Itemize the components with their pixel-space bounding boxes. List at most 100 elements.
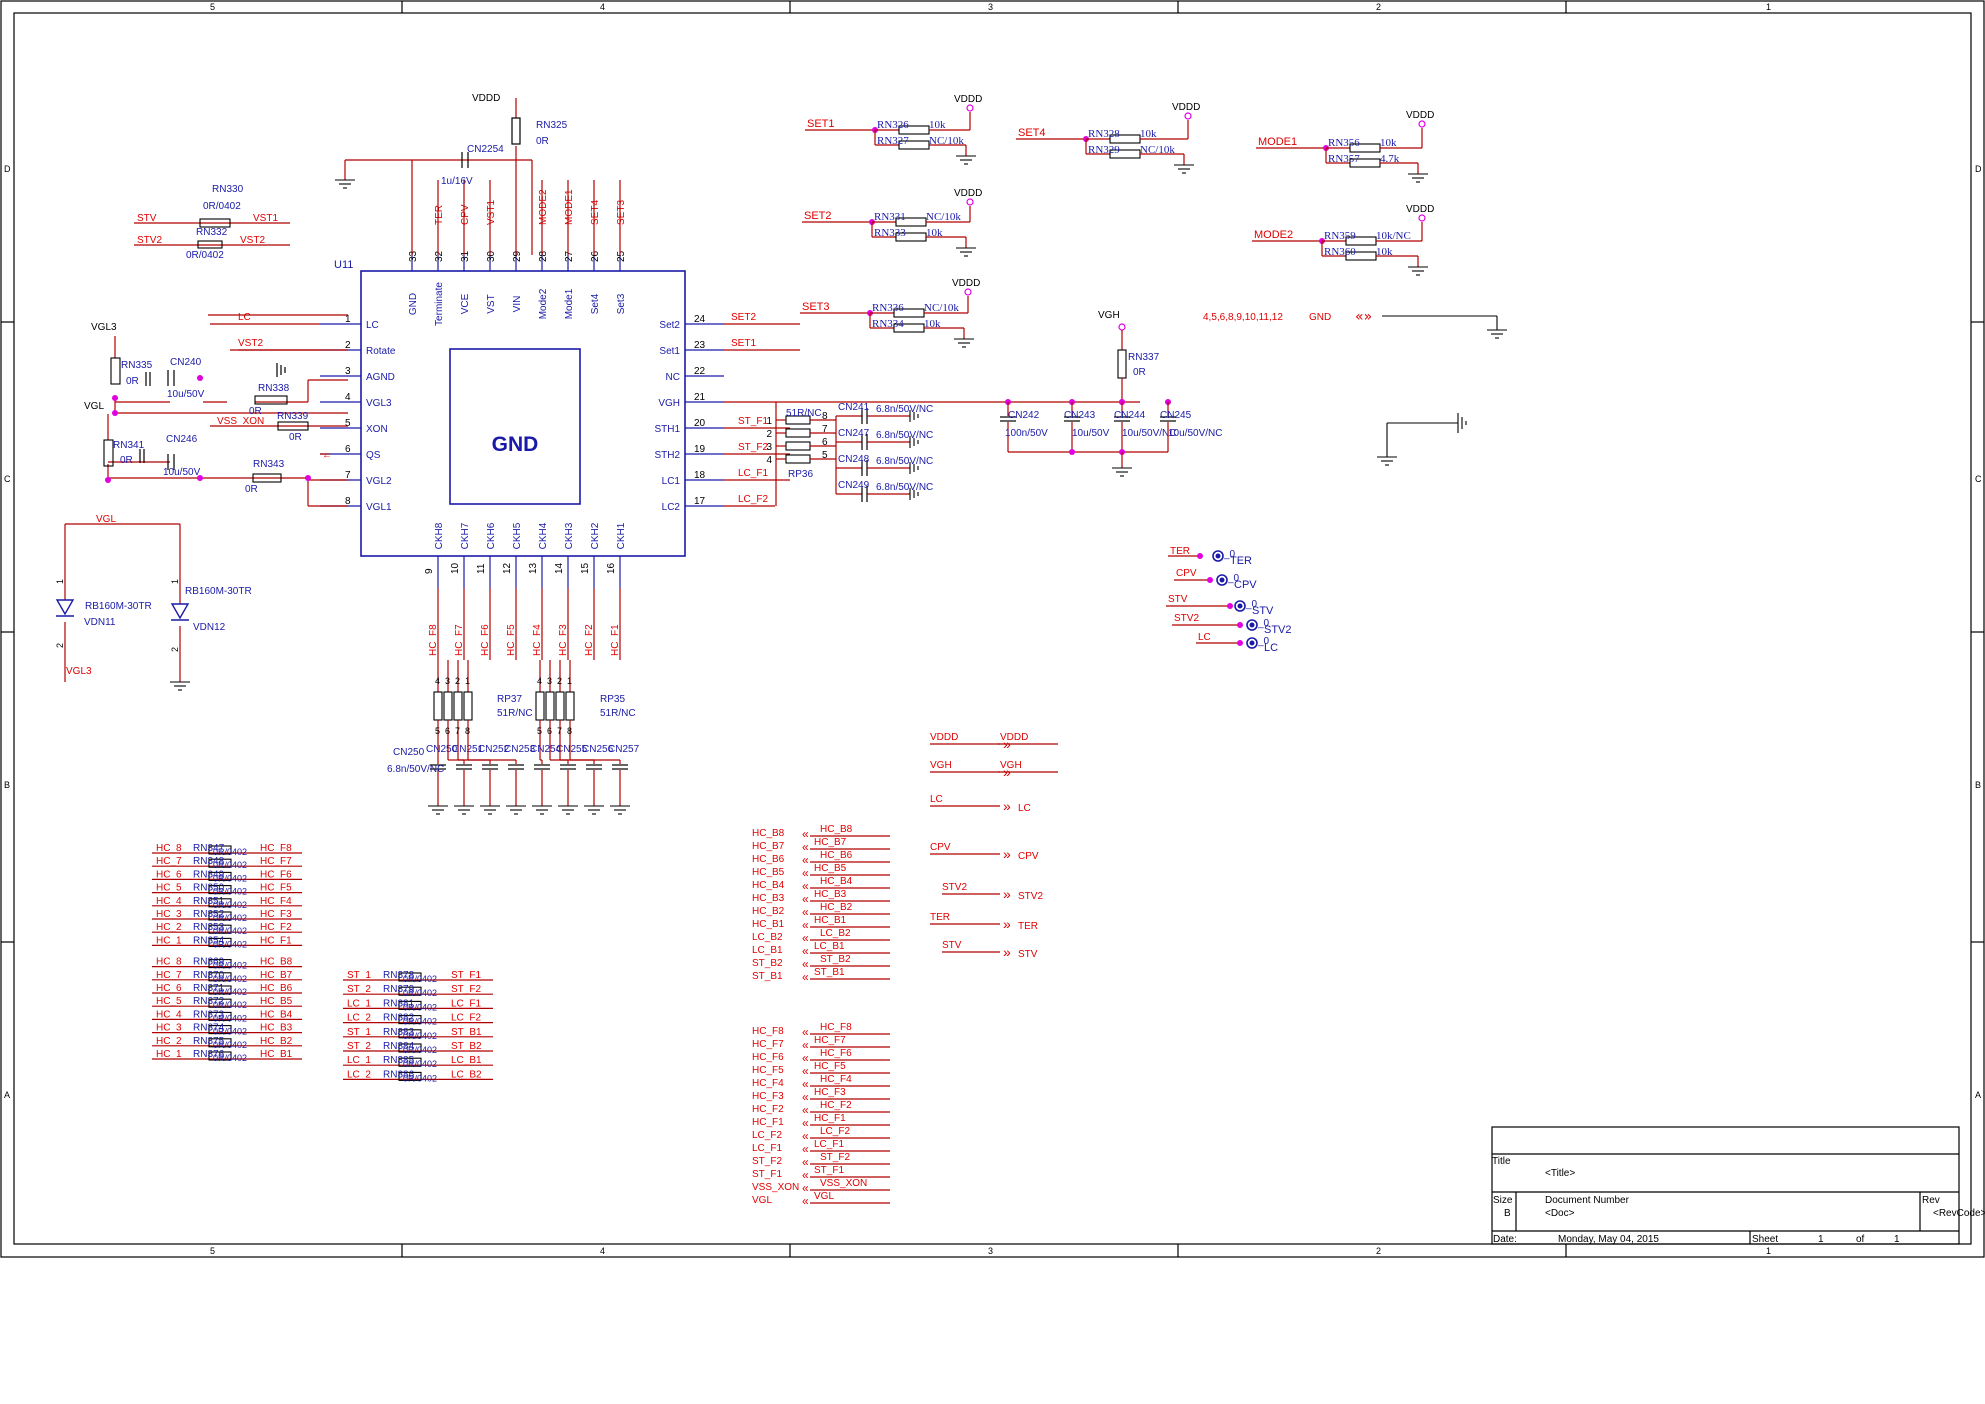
ic-top-pin-number: 29 (512, 250, 523, 262)
ic-left-net-label: LC (238, 312, 251, 323)
offpage-right-net: HC_B8 (820, 824, 853, 835)
array-left-net: HC_3 (156, 909, 182, 920)
array-value: 0R/0402 (213, 847, 247, 857)
border-col-label: 1 (1766, 2, 1771, 12)
offpage-arrow-icon: « (802, 1181, 809, 1195)
array-value: 0R/0402 (213, 974, 247, 984)
border-col-label: 2 (1376, 1246, 1381, 1256)
filter-cap-ref: CN248 (838, 454, 870, 465)
offpage-left-net: HC_F5 (752, 1065, 784, 1076)
hcb-list: HC_B8«HC_B8HC_B7«HC_B7HC_B6«HC_B6HC_B5«H… (752, 824, 890, 984)
ic-top-pin-name: Set3 (616, 293, 627, 314)
array-right-net: HC_F8 (260, 843, 292, 854)
testpoint-net: STV2 (1174, 613, 1199, 624)
set-r1-ref: RN328 (1088, 128, 1120, 140)
junction-dot (1237, 622, 1243, 628)
array-right-net: HC_B5 (260, 996, 293, 1007)
ic-top-pin-number: 25 (616, 250, 627, 262)
array-value: 0R/0402 (213, 1040, 247, 1050)
ic-right-pin-name: LC2 (662, 502, 681, 513)
bulk-cap-ref: CN243 (1064, 410, 1096, 421)
set-r1-ref: RN326 (877, 119, 909, 131)
offpage-arrow-icon: « (802, 1116, 809, 1130)
ckh-cap-ref: CN255 (556, 744, 588, 755)
array-ref: RN350 (193, 883, 225, 894)
offpage-left-net: VSS_XON (752, 1182, 799, 1193)
port-arrow-icon: » (1003, 916, 1011, 932)
rn330-value: 0R/0402 (203, 201, 241, 212)
ckh-rp-pin-bottom: 7 (455, 726, 460, 736)
array-ref: RN381 (383, 998, 415, 1009)
array-resistor (398, 972, 422, 982)
array-value: 0R/0402 (213, 1027, 247, 1037)
offpage-right-net: HC_F7 (814, 1035, 846, 1046)
array-right-net: LC_B1 (451, 1055, 482, 1066)
ic-right-pin-number: 20 (694, 418, 706, 429)
set-r1-value: NC/10k (924, 302, 959, 314)
stv-block: RN330 0R/0402 RN332 0R/0402 STV STV2 VST… (134, 184, 290, 261)
offpage-right-net: VSS_XON (820, 1178, 867, 1189)
ic-center-label: GND (492, 433, 539, 456)
rp37-ref: RP37 (497, 694, 522, 705)
set-r1-ref: RN336 (872, 302, 904, 314)
ic-top-pin-name: Set4 (590, 293, 601, 314)
ic-left-pin-name: QS (366, 450, 381, 461)
vgh-port-icon (1118, 323, 1126, 331)
array-left-net: HC_8 (156, 843, 182, 854)
ic-right-net-label: ST_F2 (738, 442, 768, 453)
testpoint-suffix: _0 (1245, 599, 1258, 610)
array-resistor (208, 1051, 232, 1061)
ic-u11: GND U11 1LC2Rotate3AGND4VGL35XON6QS7VGL2… (210, 180, 1140, 660)
ic-left-pin-name: AGND (366, 372, 395, 383)
array-value: 0R/0402 (403, 1017, 437, 1027)
ckh-block: 45CN25036CN25127CN25218CN25345CN25436CN2… (387, 660, 640, 815)
ic-bottom-net-label: HC_F5 (506, 624, 517, 656)
vdn11-output-net: VGL3 (66, 666, 92, 677)
ic-right-pin-number: 19 (694, 444, 706, 455)
array-left-net: HC_6 (156, 983, 182, 994)
array-left-net: HC_5 (156, 996, 182, 1007)
ic-left-pin-number: 3 (345, 366, 351, 377)
testpoint-net: LC (1198, 632, 1211, 643)
ic-top-pin-number: 30 (486, 250, 497, 262)
offpage-right-net: LC_F1 (814, 1139, 844, 1150)
rn325: RN325 0R VDDD (472, 93, 568, 147)
cn240-ref: CN240 (170, 357, 202, 368)
ckh-cap-ref: CN254 (530, 744, 562, 755)
ic-right-pin-name: VGH (658, 398, 680, 409)
ic-left-pin-number: 7 (345, 470, 351, 481)
offpage-right-net: ST_B2 (820, 954, 851, 965)
array-value: 0R/0402 (213, 1053, 247, 1063)
border-row-label: D (1975, 164, 1982, 174)
ic-bottom-pin-number: 10 (450, 562, 461, 574)
exposed-pad (449, 348, 581, 505)
array-right-net: HC_F2 (260, 922, 292, 933)
ic-top-net-label: TER (434, 205, 445, 225)
array-resistor (398, 1000, 422, 1010)
port-right-label: VDDD (1000, 732, 1028, 743)
vddd-label: VDDD (1406, 204, 1434, 215)
offpage-arrow-icon: « (802, 879, 809, 893)
offpage-arrow-icon: « (802, 1103, 809, 1117)
set-r1-value: 10k (1140, 128, 1157, 140)
testpoint-ring-icon (1246, 637, 1258, 649)
vdn11-pin1: 1 (55, 579, 65, 584)
vddd-label-top: VDDD (472, 93, 500, 104)
set-r1-value: 10k (929, 119, 946, 131)
ic-top-pin-number: 32 (434, 250, 445, 262)
array-ref: RN351 (193, 896, 225, 907)
ckh-rp-pin-top: 4 (435, 676, 440, 686)
offpage-left-net: ST_F1 (752, 1169, 782, 1180)
set-r1-ref: RN331 (874, 211, 906, 223)
array-value: 0R/0402 (213, 939, 247, 949)
array-right-net: LC_B2 (451, 1069, 482, 1080)
vgl3-label: VGL3 (91, 322, 117, 333)
cn240-value: 10u/50V (167, 389, 205, 400)
offpage-left-net: HC_F1 (752, 1117, 784, 1128)
ic-top-pin-name: VIN (512, 296, 523, 313)
array-ref: RN385 (383, 1055, 415, 1066)
array-left-net: HC_3 (156, 1023, 182, 1034)
offpage-left-net: LC_F2 (752, 1130, 782, 1141)
ckh-cap-ref: CN252 (478, 744, 510, 755)
